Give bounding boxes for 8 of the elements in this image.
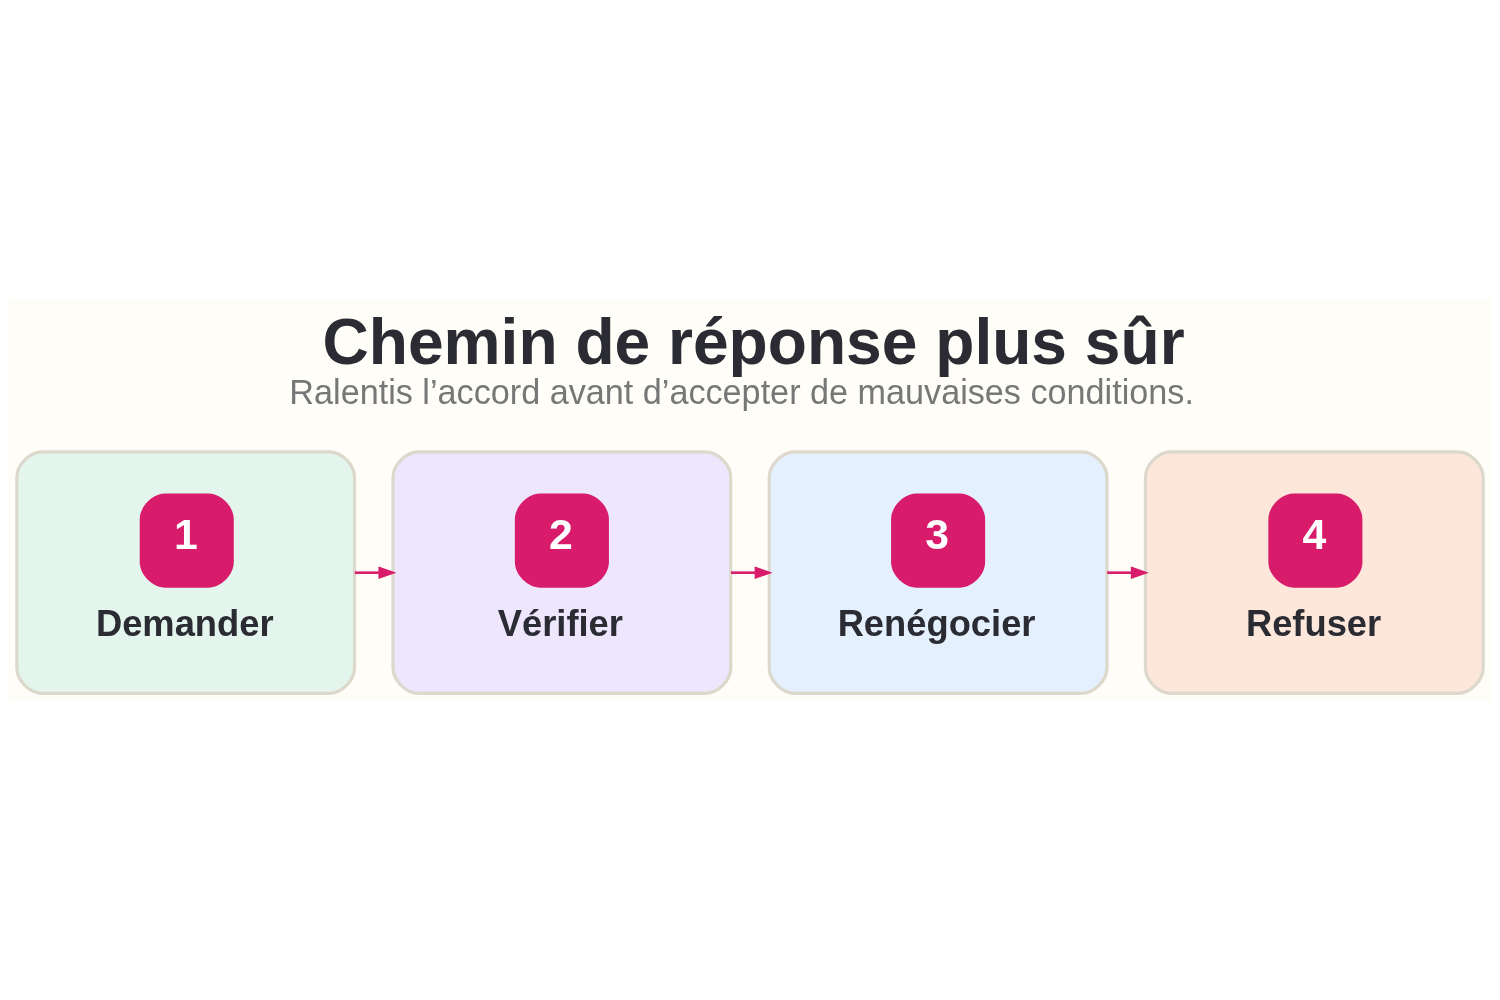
node-box: 1 Demander [15, 450, 357, 696]
node-box: 4 Refuser [1143, 450, 1485, 696]
diagram-title: Chemin de réponse plus sûr [322, 306, 1185, 379]
node-box: 3 Renégocier [767, 450, 1109, 696]
arrow [1107, 566, 1149, 579]
arrow [354, 566, 397, 579]
node-box: 2 Vérifier [391, 450, 733, 696]
arrow [730, 566, 773, 579]
